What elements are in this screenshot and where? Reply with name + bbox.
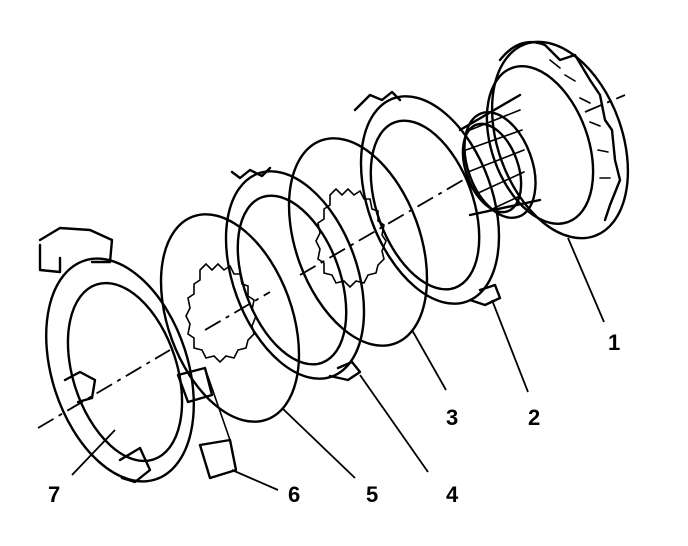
callout-6: 6: [288, 482, 300, 507]
part-7-backing-plate: [38, 226, 195, 484]
callout-7: 7: [48, 482, 60, 507]
callout-2: 2: [528, 405, 540, 430]
callout-5: 5: [366, 482, 378, 507]
center-axis: [37, 94, 626, 429]
callout-3: 3: [446, 405, 458, 430]
part-6-retainer-clip: [176, 366, 238, 480]
callout-1: 1: [608, 330, 620, 355]
part-1-clutch-hub: [458, 40, 630, 240]
leader-lines: [71, 237, 605, 491]
callout-4: 4: [446, 482, 459, 507]
part-4-steel-plate: [224, 166, 366, 382]
part-5-friction-disc: [159, 213, 301, 423]
part-3-friction-disc: [287, 137, 429, 347]
